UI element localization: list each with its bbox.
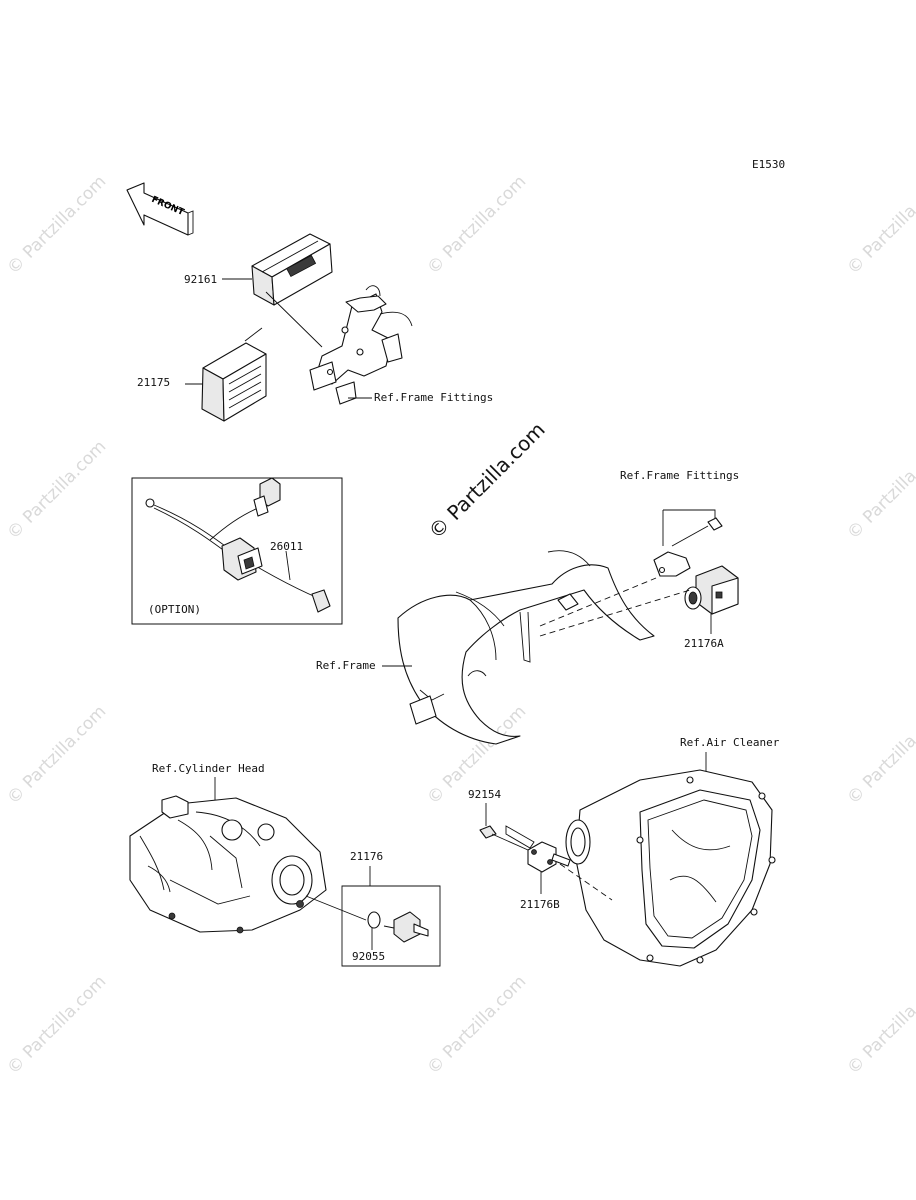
watermark: © Partzilla.com — [3, 172, 110, 279]
label-21176B: 21176B — [520, 898, 560, 911]
diagram-code: E1530 — [752, 158, 785, 171]
watermark: © Partzilla.com — [843, 437, 916, 544]
label-option: (OPTION) — [148, 603, 201, 616]
label-21176A: 21176A — [684, 637, 724, 650]
label-ref-air-cleaner: Ref.Air Cleaner — [680, 736, 780, 749]
watermark: © Partzilla.com — [3, 702, 110, 809]
part-21176B-sensor — [527, 841, 571, 873]
watermark: © Partzilla.com — [423, 172, 530, 279]
part-21175-ecu — [201, 342, 267, 422]
frame-fitting-bracket — [309, 285, 413, 405]
label-92055: 92055 — [352, 950, 385, 963]
label-21176: 21176 — [350, 850, 383, 863]
part-21176-sensor — [383, 911, 429, 943]
ref-cylinder-head — [129, 795, 327, 934]
label-26011: 26011 — [270, 540, 303, 553]
front-arrow-icon: FRONT — [126, 182, 194, 236]
watermark: © Partzilla.com — [843, 172, 916, 279]
label-ref-cylinder-head: Ref.Cylinder Head — [152, 762, 265, 775]
label-21175: 21175 — [137, 376, 170, 389]
bracket-fitting — [653, 551, 691, 577]
center-watermark: © Partzilla.com — [424, 417, 550, 543]
label-92161: 92161 — [184, 273, 217, 286]
watermark: © Partzilla.com — [3, 437, 110, 544]
label-92154: 92154 — [468, 788, 501, 801]
bolt-fitting — [671, 517, 723, 547]
watermark: © Partzilla.com — [843, 972, 916, 1079]
ref-frame — [397, 550, 691, 745]
part-92154-screw — [479, 825, 529, 851]
watermark: © Partzilla.com — [843, 702, 916, 809]
label-ref-frame-fittings-2: Ref.Frame Fittings — [620, 469, 739, 482]
label-ref-frame: Ref.Frame — [316, 659, 376, 672]
part-21176A-sensor — [684, 565, 739, 615]
ref-air-cleaner — [559, 769, 776, 967]
part-92161-cover — [251, 233, 333, 306]
watermark: © Partzilla.com — [3, 972, 110, 1079]
label-ref-frame-fittings-1: Ref.Frame Fittings — [374, 391, 493, 404]
part-92055-washer — [367, 911, 381, 929]
watermark: © Partzilla.com — [423, 972, 530, 1079]
option-box — [131, 477, 343, 625]
